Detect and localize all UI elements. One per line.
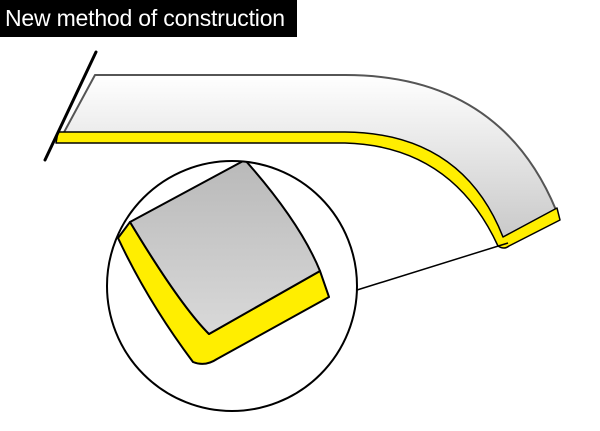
profile-part — [43, 50, 561, 249]
page-title: New method of construction — [0, 0, 297, 37]
zoomed-gray-body — [129, 161, 321, 335]
magnifier-outline — [106, 160, 358, 412]
zoom-connector-line — [356, 242, 509, 291]
yellow-coating-layer — [55, 131, 561, 249]
magnified-detail — [106, 160, 358, 412]
mounting-edge-line — [43, 50, 98, 162]
